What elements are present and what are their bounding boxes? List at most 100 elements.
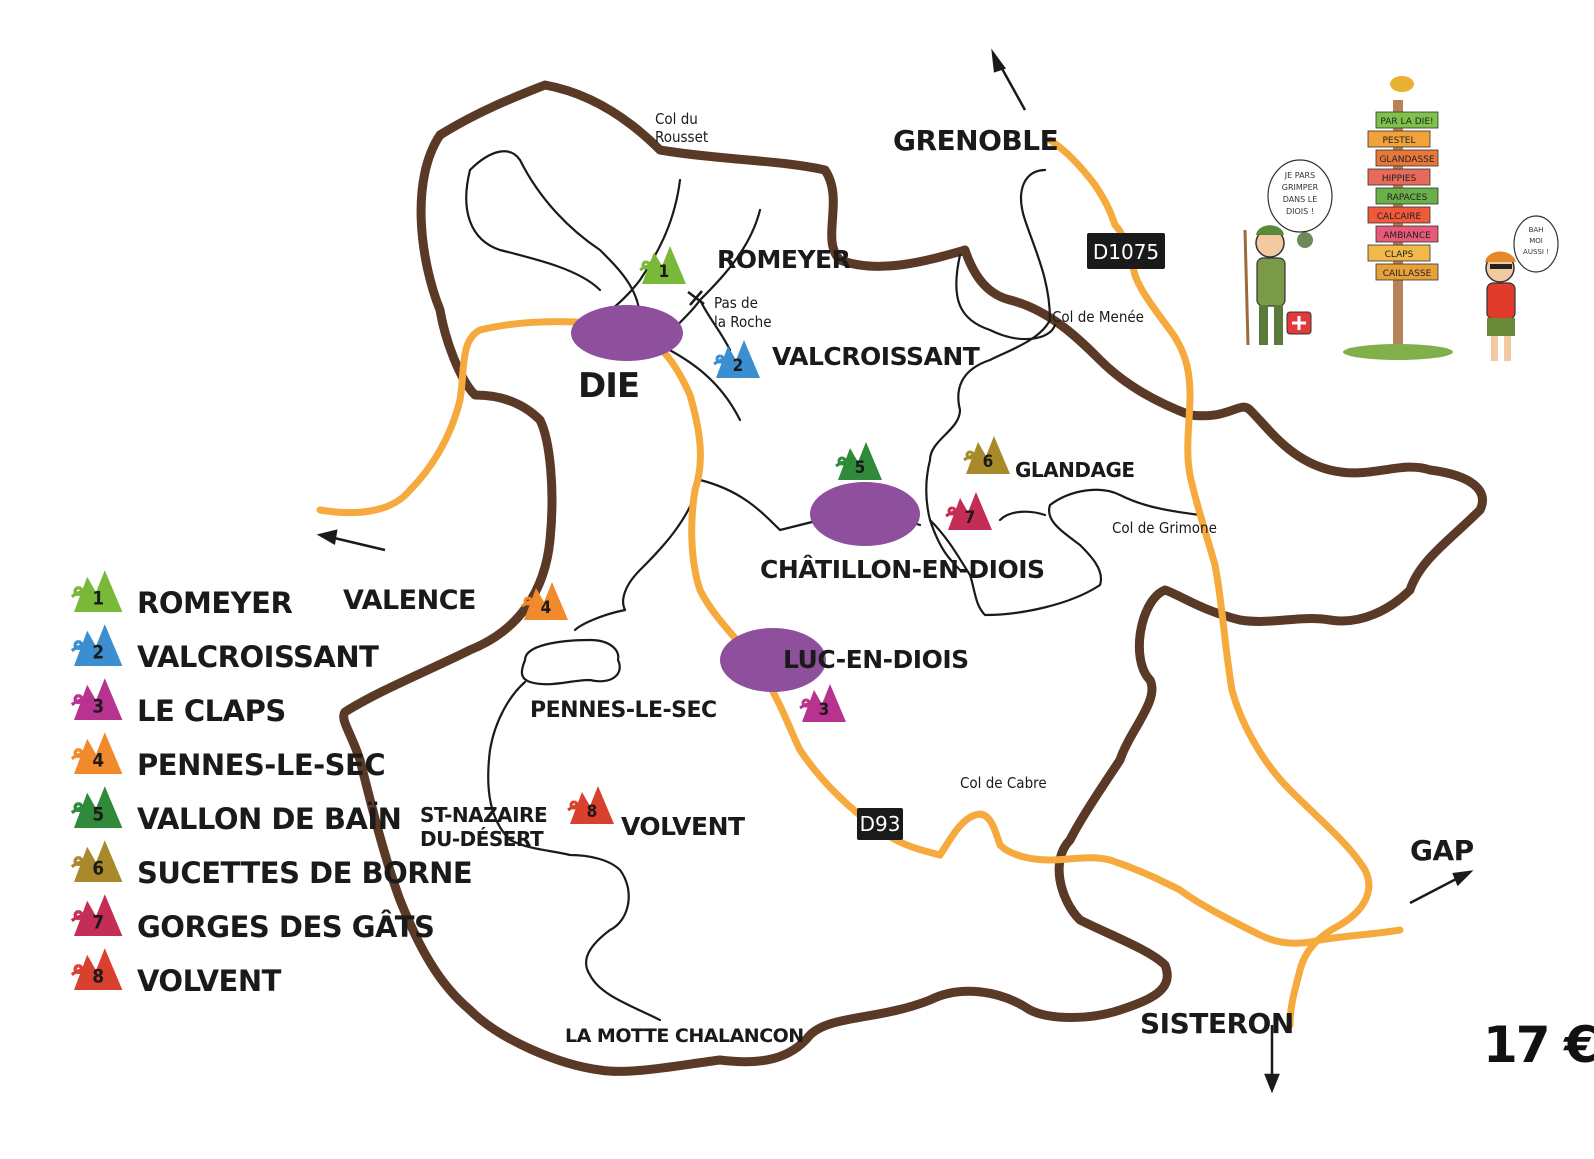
signpost-sign-label: HIPPIES	[1382, 174, 1417, 184]
climbing-site-icon-8: 8	[567, 786, 614, 824]
signpost-sign-label: AMBIANCE	[1383, 231, 1431, 241]
town-label-motte: LA MOTTE CHALANCON	[565, 1025, 804, 1047]
signpost-sign-label: CAILLASSE	[1383, 269, 1432, 279]
signpost-sign	[1375, 263, 1439, 281]
climbing-site-icon-3: 3	[799, 684, 846, 722]
speech-bubble-line: AUSSI !	[1523, 248, 1549, 256]
town-blob-die	[571, 305, 683, 361]
town-label-luc: LUC-EN-DIOIS	[783, 645, 969, 674]
climbing-site-number: 8	[587, 802, 598, 822]
road-tag-d1075: D1075	[1087, 233, 1165, 269]
legend-label-6: SUCETTES DE BORNE	[137, 856, 472, 890]
climbing-site-icon-legend-4: 4	[70, 732, 123, 774]
climbing-site-icon-2: 2	[713, 340, 760, 378]
cartoon-illustration: PAR LA DIE!PESTELGLANDASSEHIPPIESRAPACES…	[1243, 76, 1559, 361]
direction-label-grenoble: GRENOBLE	[893, 124, 1058, 157]
climbing-site-number: 2	[733, 356, 744, 376]
legend: 1 ROMEYER 2 VALCROISSANT 3 LE CLAPS 4 PENNES-LE…	[70, 570, 473, 998]
pass-label-menee: Col de Menée	[1052, 308, 1144, 326]
climbing-site-number: 7	[92, 912, 104, 933]
legend-label-4: PENNES-LE-SEC	[137, 748, 385, 782]
town-label-romeyer: ROMEYER	[717, 245, 851, 274]
signpost-sign	[1375, 187, 1439, 205]
legend-label-2: VALCROISSANT	[137, 640, 379, 674]
legend-label-5: VALLON DE BAÏN	[137, 802, 401, 836]
speech-bubble-line: JE PARS	[1284, 171, 1315, 180]
climbing-site-icon-legend-6: 6	[70, 840, 123, 882]
climbing-site-icon-4: 4	[521, 582, 568, 620]
climbing-site-icon-legend-5: 5	[70, 786, 123, 828]
climbing-site-icon-1: 1	[639, 246, 686, 284]
pass-label-roche-1: Pas de	[714, 294, 758, 312]
climbing-site-number: 4	[92, 750, 104, 771]
legend-label-7: GORGES DES GÂTS	[137, 910, 434, 944]
signpost-sign-label: PESTEL	[1382, 136, 1415, 146]
legend-label-1: ROMEYER	[137, 586, 292, 620]
town-label-du-desert: DU-DÉSERT	[420, 827, 544, 851]
signpost-sign	[1367, 244, 1431, 262]
signpost-sign	[1375, 149, 1439, 167]
climbing-site-icon-legend-8: 8	[70, 948, 123, 990]
signpost-pole	[1393, 100, 1403, 350]
climbing-site-icon-legend-3: 3	[70, 678, 123, 720]
climbing-site-number: 3	[92, 696, 104, 717]
speech-bubble-line: MOI	[1529, 237, 1543, 245]
climbing-site-number: 8	[92, 966, 104, 987]
road-tag-d93: D93	[857, 808, 903, 840]
pass-label-cabre: Col de Cabre	[960, 774, 1047, 792]
climber-right-icon	[1485, 251, 1516, 361]
climbing-site-icon-5: 5	[835, 442, 882, 480]
signpost-sign	[1375, 111, 1439, 129]
signpost-sign	[1367, 206, 1431, 224]
direction-label-valence: VALENCE	[343, 585, 476, 616]
signpost-sign-label: PAR LA DIE!	[1380, 117, 1433, 127]
signpost-sign-label: CLAPS	[1385, 250, 1414, 260]
bird-icon	[1390, 76, 1414, 92]
town-label-glandage: GLANDAGE	[1015, 458, 1135, 482]
pass-label-grimone: Col de Grimone	[1112, 519, 1217, 537]
speech-bubble-line: DANS LE	[1283, 195, 1318, 204]
signpost-ground	[1343, 344, 1453, 360]
climber-left-icon	[1243, 225, 1313, 346]
town-label-volvent: VOLVENT	[621, 812, 745, 841]
signpost-sign-label: CALCAIRE	[1377, 212, 1422, 222]
climbing-site-icon-legend-7: 7	[70, 894, 123, 936]
climbing-site-number: 2	[92, 642, 104, 663]
climbing-site-number: 5	[855, 458, 866, 478]
climbing-site-number: 1	[659, 262, 670, 282]
pass-label-rousset-2: Rousset	[655, 128, 708, 146]
signpost-sign-label: GLANDASSE	[1379, 155, 1434, 165]
climbing-site-icon-7: 7	[945, 492, 992, 530]
signpost-sign	[1367, 168, 1431, 186]
legend-label-3: LE CLAPS	[137, 694, 286, 728]
speech-bubble-left: JE PARS GRIMPER DANS LE DIOIS !	[1267, 159, 1333, 233]
climbing-site-number: 6	[92, 858, 104, 879]
signpost-sign	[1367, 130, 1431, 148]
climbing-site-number: 4	[541, 598, 552, 618]
climbing-site-number: 5	[92, 804, 104, 825]
svg-text:D1075: D1075	[1093, 240, 1159, 264]
signpost-sign	[1375, 225, 1439, 243]
speech-bubble-line: DIOIS !	[1286, 207, 1314, 216]
climbing-site-icon-legend-1: 1	[70, 570, 123, 612]
legend-label-8: VOLVENT	[137, 964, 282, 998]
town-label-die: DIE	[578, 366, 639, 406]
climbing-site-number: 3	[819, 700, 830, 720]
climbing-site-number: 7	[965, 508, 976, 528]
town-label-pennes: PENNES-LE-SEC	[530, 698, 717, 723]
pass-label-roche-2: la Roche	[714, 313, 772, 331]
climbing-site-number: 1	[92, 588, 104, 609]
pass-label-rousset-1: Col du	[655, 110, 698, 128]
speech-bubble-line: GRIMPER	[1282, 183, 1319, 192]
town-blob-chatillon	[810, 482, 920, 546]
direction-arrows	[316, 48, 1474, 1094]
signpost-signs: PAR LA DIE!PESTELGLANDASSEHIPPIESRAPACES…	[1367, 111, 1439, 281]
svg-text:D93: D93	[860, 812, 901, 836]
town-label-valcroissant: VALCROISSANT	[772, 342, 980, 371]
region-border	[339, 80, 1487, 1076]
